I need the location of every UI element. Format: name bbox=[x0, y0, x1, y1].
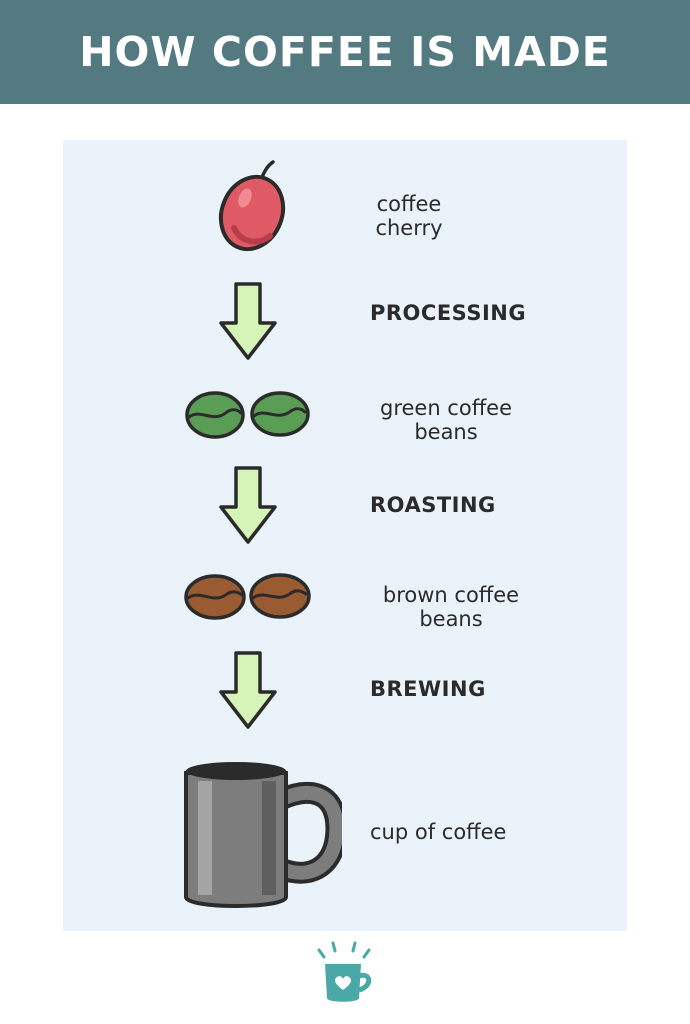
stage-label-line: green coffee bbox=[379, 396, 513, 420]
coffee-cherry-icon bbox=[218, 160, 286, 252]
process-panel bbox=[63, 140, 627, 931]
stage-label-line: beans bbox=[414, 420, 478, 444]
green-beans-icon bbox=[185, 391, 310, 439]
stage-label-cup: cup of coffee bbox=[370, 820, 507, 844]
down-arrow-icon bbox=[219, 466, 277, 544]
stage-label-line: coffee bbox=[376, 192, 442, 216]
heart-mug-logo-icon bbox=[317, 941, 372, 1002]
coffee-mug-icon bbox=[184, 762, 342, 908]
stage-label-line: cherry bbox=[375, 216, 443, 240]
stage-label-line: brown coffee bbox=[382, 583, 520, 607]
brown-beans-icon bbox=[184, 573, 311, 620]
stage-label-green-beans: green coffee beans bbox=[360, 396, 532, 444]
step-label-brewing: BREWING bbox=[370, 677, 486, 701]
down-arrow-icon bbox=[219, 651, 277, 729]
down-arrow-icon bbox=[219, 282, 277, 360]
page-title: HOW COFFEE IS MADE bbox=[79, 28, 611, 76]
stage-label-line: beans bbox=[419, 607, 483, 631]
stage-label-brown-beans: brown coffee beans bbox=[360, 583, 542, 631]
step-label-roasting: ROASTING bbox=[370, 493, 496, 517]
step-label-processing: PROCESSING bbox=[370, 301, 527, 325]
stage-label-cherry: coffee cherry bbox=[360, 192, 458, 240]
header-banner: HOW COFFEE IS MADE bbox=[0, 0, 690, 104]
